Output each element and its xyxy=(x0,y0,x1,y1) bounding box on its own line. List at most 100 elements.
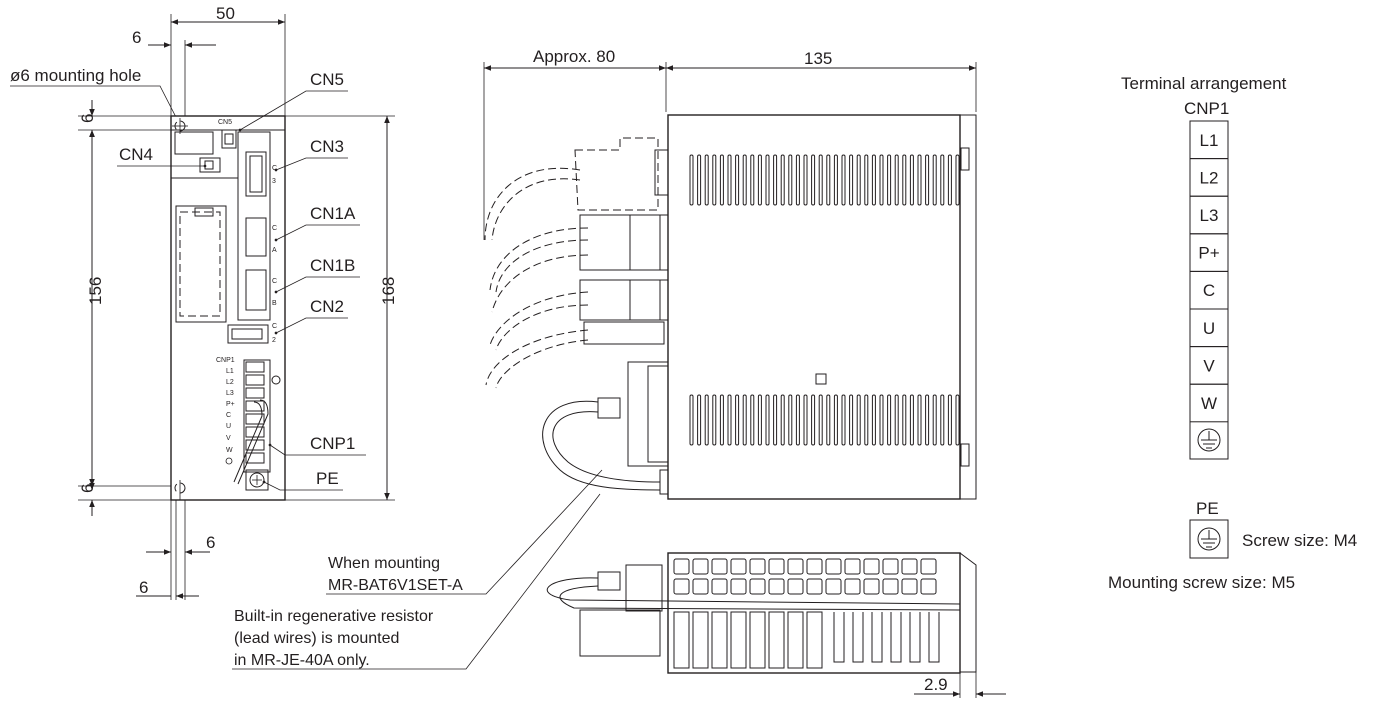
note-resistor-line1: Built-in regenerative resistor xyxy=(234,608,434,625)
vent-slot xyxy=(689,154,694,206)
vent-slot xyxy=(735,394,740,446)
hole-pitch-dimension: 156 xyxy=(86,277,105,305)
grid-fin xyxy=(673,611,690,669)
pe-block: PE Screw size: M4 Mounting screw size: M… xyxy=(1108,499,1357,592)
heatsink-fin xyxy=(871,612,883,663)
grid-fin xyxy=(749,611,766,669)
vent-slot xyxy=(704,154,709,206)
vent-slot xyxy=(712,394,717,446)
heatsink-fin xyxy=(909,612,921,663)
grid-cell xyxy=(863,558,880,575)
vent-slot xyxy=(841,394,846,446)
panel-label-l2: L2 xyxy=(226,379,234,386)
vent-slots-bottom xyxy=(689,394,960,446)
vent-slot xyxy=(757,394,762,446)
hole-offset-dimension: 6 xyxy=(132,28,141,47)
panel-ground-icon xyxy=(225,457,233,465)
vent-slot xyxy=(818,154,823,206)
grid-cell xyxy=(768,558,785,575)
terminal-cell xyxy=(1189,383,1229,423)
terminal-label: V xyxy=(1203,356,1215,375)
grid-cell xyxy=(901,578,918,595)
vent-slot xyxy=(917,394,922,446)
vent-slot xyxy=(871,154,876,206)
grid-cell xyxy=(673,578,690,595)
grid-cell xyxy=(863,578,880,595)
grid-cell xyxy=(920,578,937,595)
panel-label-u: U xyxy=(226,423,231,430)
vent-slot xyxy=(742,154,747,206)
label-cn3: CN3 xyxy=(310,137,344,156)
panel-label-l3: L3 xyxy=(226,390,234,397)
vent-slot xyxy=(932,394,937,446)
vent-slot xyxy=(826,394,831,446)
vent-slot xyxy=(697,394,702,446)
pe-screw-icon xyxy=(249,472,265,488)
grid-fin xyxy=(768,611,785,669)
front-housing xyxy=(170,115,286,501)
vent-slot xyxy=(925,394,930,446)
left-x-dimension: 6 xyxy=(139,578,148,597)
terminal-label: C xyxy=(1203,281,1215,300)
grid-cell xyxy=(882,558,899,575)
vent-slot xyxy=(727,154,732,206)
vent-slot xyxy=(773,154,778,206)
label-pe: PE xyxy=(316,469,339,488)
grid-fin xyxy=(692,611,709,669)
vent-slot xyxy=(932,154,937,206)
terminal-label: W xyxy=(1201,394,1217,413)
vent-slot xyxy=(742,394,747,446)
grid-cell xyxy=(673,558,690,575)
bottom-margin-dimension: 6 xyxy=(78,484,97,493)
vent-slot xyxy=(826,154,831,206)
panel-label-l1: L1 xyxy=(226,368,234,375)
grid-cell xyxy=(920,558,937,575)
panel-label-w: W xyxy=(226,447,233,454)
panel-label-v: V xyxy=(226,435,231,442)
terminal-connector-name: CNP1 xyxy=(1184,99,1229,118)
vent-slot xyxy=(811,394,816,446)
mounting-hole-label: ø6 mounting hole xyxy=(10,66,141,85)
pe-label: PE xyxy=(1196,499,1219,518)
vent-slot xyxy=(757,154,762,206)
terminal-label: L1 xyxy=(1200,131,1219,150)
terminal-label: P+ xyxy=(1198,244,1219,263)
grid-cell xyxy=(882,578,899,595)
grid-cell xyxy=(730,578,747,595)
side-housing xyxy=(667,114,961,500)
pe-screw-size: Screw size: M4 xyxy=(1242,531,1357,550)
grid-cell xyxy=(825,578,842,595)
vent-slot xyxy=(849,394,854,446)
side-view: Approx. 80 135 xyxy=(232,47,977,670)
vent-slot xyxy=(773,394,778,446)
fin-offset-dimension: 2.9 xyxy=(924,675,948,694)
vent-slot xyxy=(689,394,694,446)
label-cn2: CN2 xyxy=(310,297,344,316)
vent-slot xyxy=(795,154,800,206)
vent-slot xyxy=(940,154,945,206)
note-resistor-line3: in MR-JE-40A only. xyxy=(234,652,370,669)
panel-label-c: C xyxy=(226,412,231,419)
panel-label-cnp1: CNP1 xyxy=(216,357,235,364)
label-cn1a: CN1A xyxy=(310,204,356,223)
vent-slot xyxy=(871,394,876,446)
grid-cell xyxy=(711,578,728,595)
vent-slot xyxy=(864,394,869,446)
mounting-screw-size: Mounting screw size: M5 xyxy=(1108,573,1295,592)
grid-cell xyxy=(711,558,728,575)
note-resistor-line2: (lead wires) is mounted xyxy=(234,630,399,647)
overall-height-dimension: 168 xyxy=(379,277,398,305)
grid-cell xyxy=(749,558,766,575)
vent-slot xyxy=(879,394,884,446)
heatsink-fin xyxy=(928,612,940,663)
vent-slot xyxy=(750,154,755,206)
vent-slot xyxy=(894,154,899,206)
vent-slot xyxy=(697,154,702,206)
svg-text:C: C xyxy=(272,323,277,330)
terminal-label: L2 xyxy=(1200,168,1219,187)
grid-cell xyxy=(844,558,861,575)
grid-cell xyxy=(768,578,785,595)
vent-slot xyxy=(833,394,838,446)
